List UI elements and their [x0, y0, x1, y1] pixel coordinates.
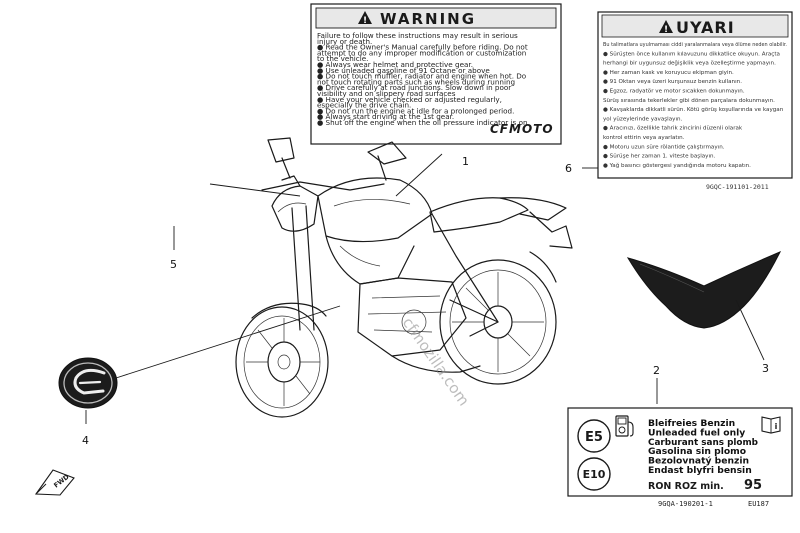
label-text-line: ● 91 Oktan veya üzeri kurşunsuz benzin k… [603, 79, 742, 85]
ron-value: 95 [744, 478, 762, 493]
label-text-line: kontrol ettirin veya ayarlatın. [603, 135, 685, 141]
label-text-line: ● Motoru uzun süre rölantide çalıştırmay… [603, 144, 725, 150]
rear-wheel [439, 259, 557, 385]
label-text-line: to the vehicle. [317, 54, 368, 63]
label-text-line: Gasolina sin plomo [648, 446, 746, 457]
label-text-line: ● Always wear helmet and protective gear… [317, 60, 473, 69]
cfmoto-brand: CFMOTO [490, 122, 554, 136]
warning-triangle-icon: ! [358, 11, 372, 26]
ron-text: RON ROZ min. [648, 481, 724, 492]
callout-3: 3 [762, 362, 769, 375]
e10-badge: E10 [577, 457, 611, 491]
label-text-line: Bleifreies Benzin [648, 418, 735, 429]
uyari-title: UYARI [676, 18, 735, 37]
label-text-line: ● Egzoz, radyatör ve motor sıcakken doku… [603, 89, 745, 95]
label-text-line: Bu talimatlara uyulmaması ciddi yaralanm… [603, 42, 787, 48]
label-text-line: injury or death. [317, 37, 372, 46]
leader-lines [85, 153, 765, 424]
label-text-line: visibility and on slippery road surfaces [317, 89, 456, 98]
label-text-line: herhangi bir uygunsuz değişiklik veya öz… [603, 60, 776, 67]
fwd-arrow-icon: FWD [34, 469, 75, 496]
callout-1: 1 [462, 155, 469, 168]
label-text-line: Sürüş sırasında tekerlekler gibi dönen p… [603, 98, 775, 104]
svg-text:!: ! [664, 25, 668, 35]
label-text-line: ● Kavşaklarda dikkatli sürün. Kötü görüş… [603, 107, 784, 113]
label-text-line: ● Use unleaded gasoline of 91 Octane or … [317, 66, 490, 75]
leader-line-4 [115, 305, 341, 379]
fuel-pump-icon [615, 415, 634, 437]
warning-text-block: Failure to follow these instructions may… [317, 31, 528, 127]
front-wheel [235, 306, 329, 418]
leader-line-1 [395, 153, 443, 197]
svg-text:!: ! [363, 16, 367, 26]
book-info-icon: i [761, 416, 781, 434]
label-text-line: not touch rotating parts such as wheels … [317, 77, 515, 86]
fuel-part-number: 9GQA-190201-1 [658, 500, 713, 508]
label-text-line: ● Have your vehicle checked or adjusted … [317, 95, 502, 104]
e10-badge-text: E10 [583, 468, 606, 481]
warning-title-band [315, 7, 557, 29]
uyari-title-band [601, 14, 789, 38]
e5-badge: E5 [577, 419, 611, 453]
leader-line-3 [735, 299, 765, 361]
info-glyph: i [775, 422, 778, 431]
label-text-line: ● Shut off the engine when the oil press… [317, 118, 528, 127]
callout-2: 2 [653, 364, 660, 377]
leader-line-5b [209, 183, 301, 197]
motorcycle-drawing [235, 137, 573, 418]
callout-6: 6 [565, 162, 572, 175]
warning-title: WARNING [380, 10, 476, 28]
uyari-text-block: Bu talimatlara uyulmaması ciddi yaralanm… [603, 42, 787, 169]
cf-emblem [58, 357, 118, 409]
callout-4: 4 [82, 434, 89, 447]
label-text-line: Bezolovnatý benzin [648, 456, 749, 467]
e5-badge-text: E5 [585, 430, 603, 445]
label-text-line: ● Her zaman kask ve koruyucu ekipman giy… [603, 70, 734, 76]
label-text-line: ● Yağ basıncı göstergesi yandığında moto… [603, 162, 751, 169]
label-text-line: ● Read the Owner's Manual carefully befo… [317, 43, 528, 52]
label-text-line: ● Always start driving at the 1st gear. [317, 112, 454, 121]
label-text-line: ● Drive carefully at road junctions. Slo… [317, 83, 511, 92]
callout-numbers: 1 2 3 4 5 6 [82, 155, 769, 447]
fuel-part-suffix: EU187 [748, 500, 769, 508]
warning-triangle-icon: ! [659, 20, 673, 35]
label-text-line: ● Do not touch muffler, radiator and eng… [317, 72, 526, 81]
label-text-line: ● Sürüşe her zaman 1. viteste başlayın. [603, 154, 716, 160]
warning-label: ! WARNING Failure to follow these instru… [310, 3, 562, 145]
watermark: cfmozilla.com [399, 314, 473, 409]
callout-5: 5 [170, 258, 177, 271]
label-text-line: yol yüzeylerinde yavaşlayın. [603, 116, 683, 122]
uyari-label: ! UYARI Bu talimatlara uyulmaması ciddi … [597, 11, 793, 179]
label-text-line: Carburant sans plomb [648, 437, 758, 448]
label-text-line: Endast blyfri bensin [648, 465, 752, 476]
label-text-line: Unleaded fuel only [648, 427, 745, 438]
label-text-line: ● Aracınızı, özellikle tahrik zincirini … [603, 126, 743, 132]
label-text-line: attempt to do any improper modification … [317, 48, 526, 57]
label-text-line: especially the drive chain. [317, 101, 411, 110]
chevron-decal [626, 251, 782, 329]
cfmoto-logo: CFMOTO [490, 122, 554, 136]
label-text-line: Failure to follow these instructions may… [317, 31, 518, 40]
label-text-line: ● Do not run the engine at idle for a pr… [317, 106, 514, 115]
label-text-line: ● Sürüşten önce kullanım kılavuzunu dikk… [603, 51, 780, 57]
uyari-label-border [597, 11, 793, 179]
uyari-part-number: 9GQC-191101-2011 [706, 183, 769, 191]
